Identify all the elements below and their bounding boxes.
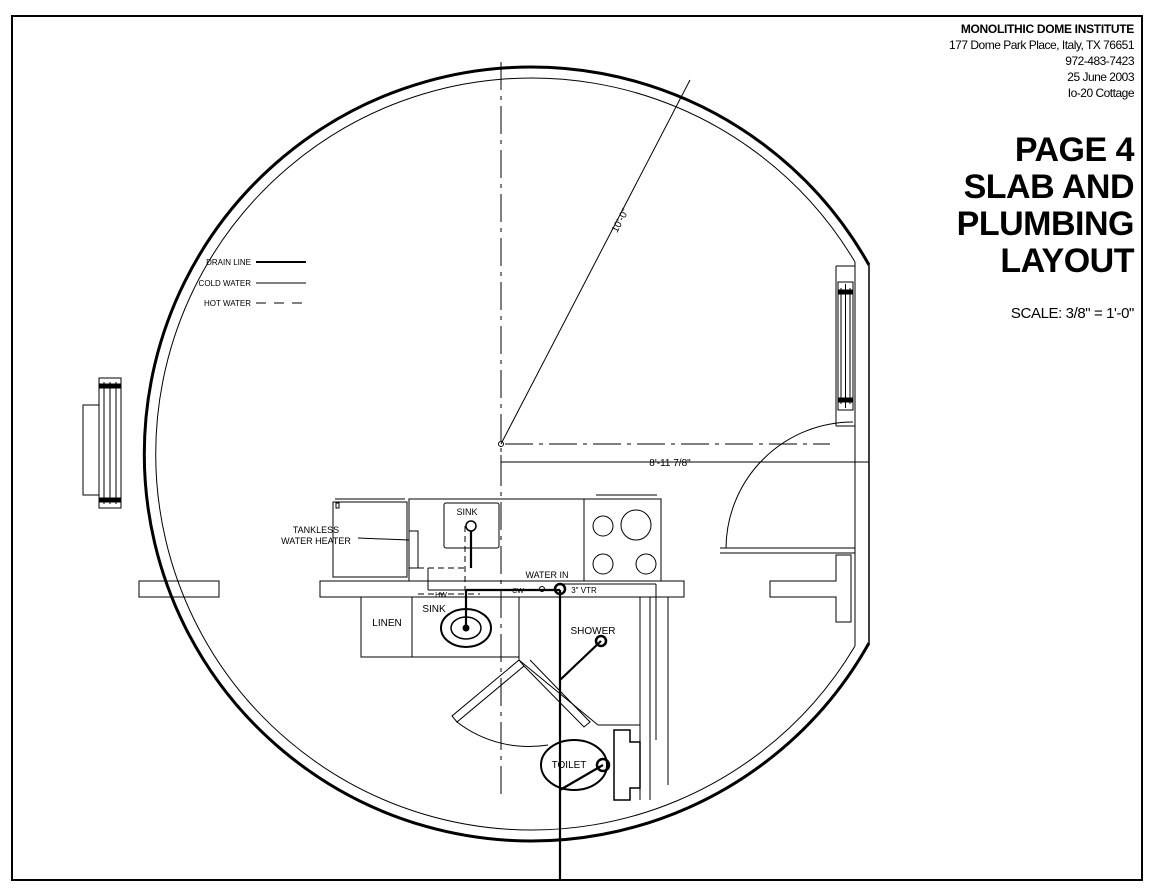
- legend-cold-water: COLD WATER: [199, 279, 252, 288]
- water-in-label: WATER IN: [526, 570, 569, 580]
- dome-walls: [142, 65, 871, 843]
- radius-dimension: [498, 79, 691, 447]
- center-lines: [500, 62, 830, 800]
- entry-door: [720, 421, 855, 554]
- legend-drain-line: DRAIN LINE: [206, 258, 251, 267]
- scale-note: SCALE: 3/8" = 1'-0": [1010, 305, 1134, 322]
- tankless-label-2: WATER HEATER: [281, 536, 351, 546]
- legend-hot-water: HOT WATER: [204, 299, 251, 308]
- title-block-date: 25 June 2003: [1067, 70, 1134, 84]
- title-block-organization: MONOLITHIC DOME INSTITUTE: [960, 22, 1134, 36]
- radius-dimension-label: 10'-0": [610, 207, 632, 235]
- tankless-water-heater: [357, 530, 419, 569]
- toilet: [540, 729, 641, 801]
- shower-label: SHOWER: [571, 626, 616, 637]
- title-block-project: Io-20 Cottage: [1067, 86, 1135, 100]
- offset-dimension-label: 8'-11 7/8": [649, 458, 691, 469]
- page-title-line-3: PLUMBING: [956, 205, 1135, 243]
- title-block-phone: 972-483-7423: [1065, 54, 1134, 68]
- page-title-line-2: SLAB AND: [963, 168, 1135, 206]
- bath-sink-label: SINK: [422, 604, 446, 615]
- right-wall: [835, 262, 870, 646]
- toilet-label: TOILET: [552, 760, 587, 771]
- legend: [256, 261, 306, 304]
- vent-label: 3" VTR: [571, 586, 597, 595]
- title-block-address: 177 Dome Park Place, Italy, TX 76651: [949, 38, 1135, 52]
- page-title-line-4: LAYOUT: [1000, 242, 1134, 280]
- kitchen-sink-label: SINK: [456, 507, 477, 517]
- bathroom-door: [451, 659, 591, 748]
- shower-drain: [594, 634, 608, 648]
- sheet-border: [11, 15, 1143, 881]
- cw-tag: CW: [512, 588, 524, 595]
- stove-burners: [592, 509, 657, 575]
- linen-label: LINEN: [372, 618, 401, 629]
- hw-tag: HW: [435, 592, 447, 599]
- hot-water-lines: [418, 526, 480, 595]
- right-window: [837, 281, 854, 411]
- drain-lines: [464, 531, 604, 880]
- water-in-point: [539, 582, 567, 596]
- page-title-line-1: PAGE 4: [1014, 131, 1135, 169]
- offset-dimension: [500, 455, 869, 468]
- kitchen-counter: [408, 494, 662, 582]
- tankless-label-1: TANKLESS: [293, 525, 339, 535]
- partition-walls: [138, 554, 852, 623]
- left-window: [82, 377, 122, 509]
